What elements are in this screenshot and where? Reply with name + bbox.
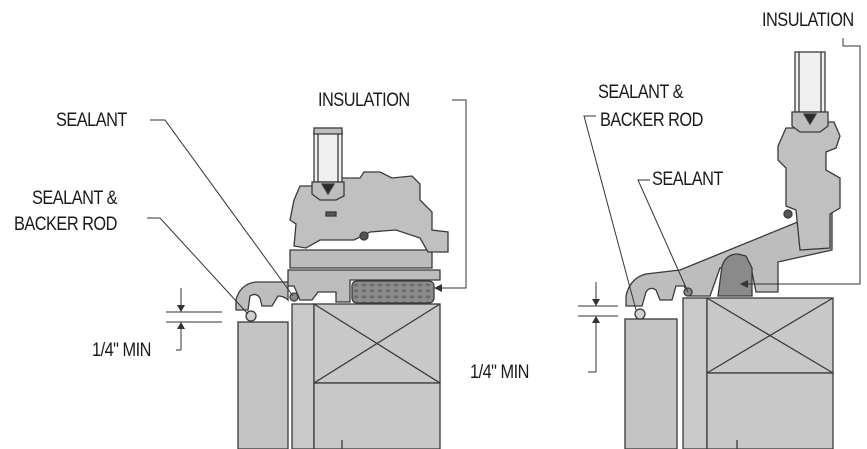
right-stud-post — [682, 297, 708, 449]
left-leader-lines — [147, 99, 467, 351]
left-min-gap-label: 1/4" MIN — [92, 340, 151, 361]
right-wall-lower — [706, 372, 834, 449]
left-window-sill — [287, 269, 441, 303]
right-exterior-trim — [624, 318, 678, 449]
right-dimension-arrows — [434, 280, 748, 323]
left-dimension-arrows — [177, 305, 185, 329]
right-sealant-backer-label-line1: SEALANT & — [598, 82, 683, 103]
left-wall-lower — [313, 382, 441, 449]
right-leader-lines — [578, 38, 861, 373]
left-sealant-label: SEALANT — [56, 110, 127, 131]
right-insulation-label: INSULATION — [762, 10, 854, 31]
right-detail — [624, 51, 841, 449]
right-sealant-label: SEALANT — [652, 169, 723, 190]
left-stud-post — [291, 303, 315, 449]
right-sealant-backer-label-line2: BACKER ROD — [600, 110, 703, 131]
left-insulation-label: INSULATION — [318, 90, 410, 111]
left-insulation-pad — [351, 280, 435, 304]
left-sealant-backer-label-line1: SEALANT & — [32, 188, 117, 209]
left-sash-frame — [289, 249, 433, 269]
left-exterior-trim — [237, 321, 289, 449]
left-sill-nose — [235, 281, 289, 311]
left-backer-rod — [245, 310, 257, 322]
right-backer-rod — [634, 308, 646, 320]
left-sealant-backer-label-line2: BACKER ROD — [14, 214, 117, 235]
left-glass-unit — [313, 131, 343, 183]
left-detail — [235, 127, 449, 449]
right-min-gap-label: 1/4" MIN — [470, 362, 529, 383]
